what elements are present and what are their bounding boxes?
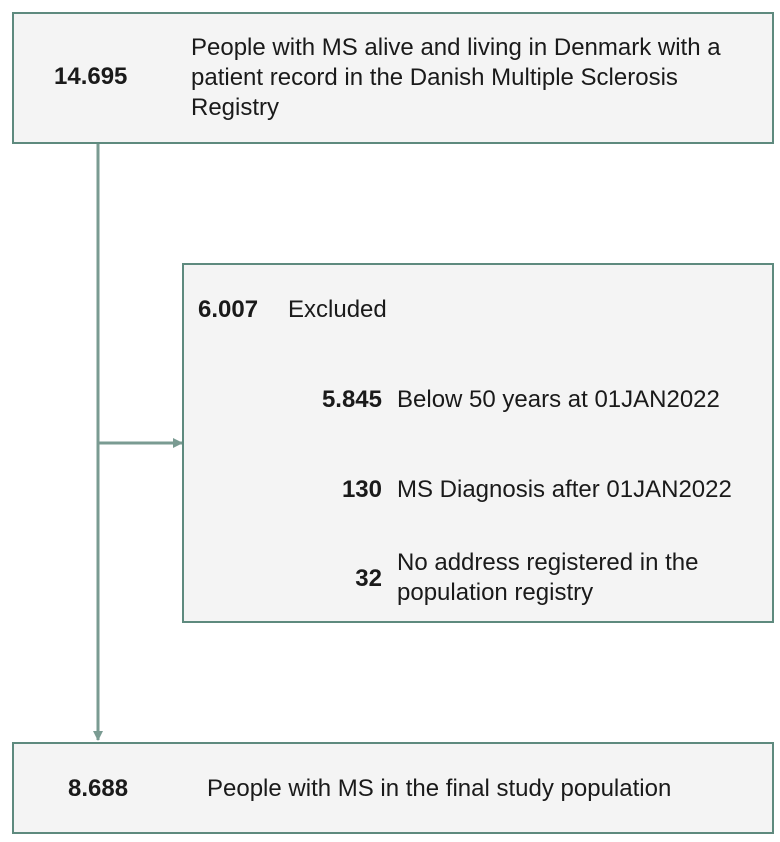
- exclusion-reason-count: 32: [355, 565, 382, 592]
- excluded-box: 6.007 Excluded 5.845 Below 50 years at 0…: [182, 263, 774, 623]
- exclusion-reason-line: No address registered in the: [397, 549, 699, 576]
- exclusion-reason-text: No address registered in the population …: [397, 548, 699, 608]
- exclusion-reason-count: 130: [341, 476, 382, 503]
- initial-population-count: 14.695: [54, 63, 128, 90]
- initial-population-line-1: People with MS alive and living in Denma…: [191, 34, 721, 61]
- exclusion-reason-count: 5.845: [321, 386, 382, 413]
- exclusion-reason-text: Below 50 years at 01JAN2022: [397, 386, 720, 413]
- initial-population-line-3: Registry: [191, 94, 280, 121]
- final-population-box: 8.688 People with MS in the final study …: [12, 742, 774, 834]
- initial-population-text: People with MS alive and living in Denma…: [191, 33, 771, 123]
- initial-population-line-2: patient record in the Danish Multiple Sc…: [191, 64, 678, 91]
- initial-population-box: 14.695 People with MS alive and living i…: [12, 12, 774, 144]
- excluded-count: 6.007: [198, 296, 259, 323]
- final-population-text: People with MS in the final study popula…: [207, 775, 672, 802]
- exclusion-reason-text: MS Diagnosis after 01JAN2022: [397, 476, 732, 503]
- excluded-label: Excluded: [288, 296, 387, 323]
- exclusion-reason-line: population registry: [397, 579, 594, 606]
- final-population-count: 8.688: [68, 775, 129, 802]
